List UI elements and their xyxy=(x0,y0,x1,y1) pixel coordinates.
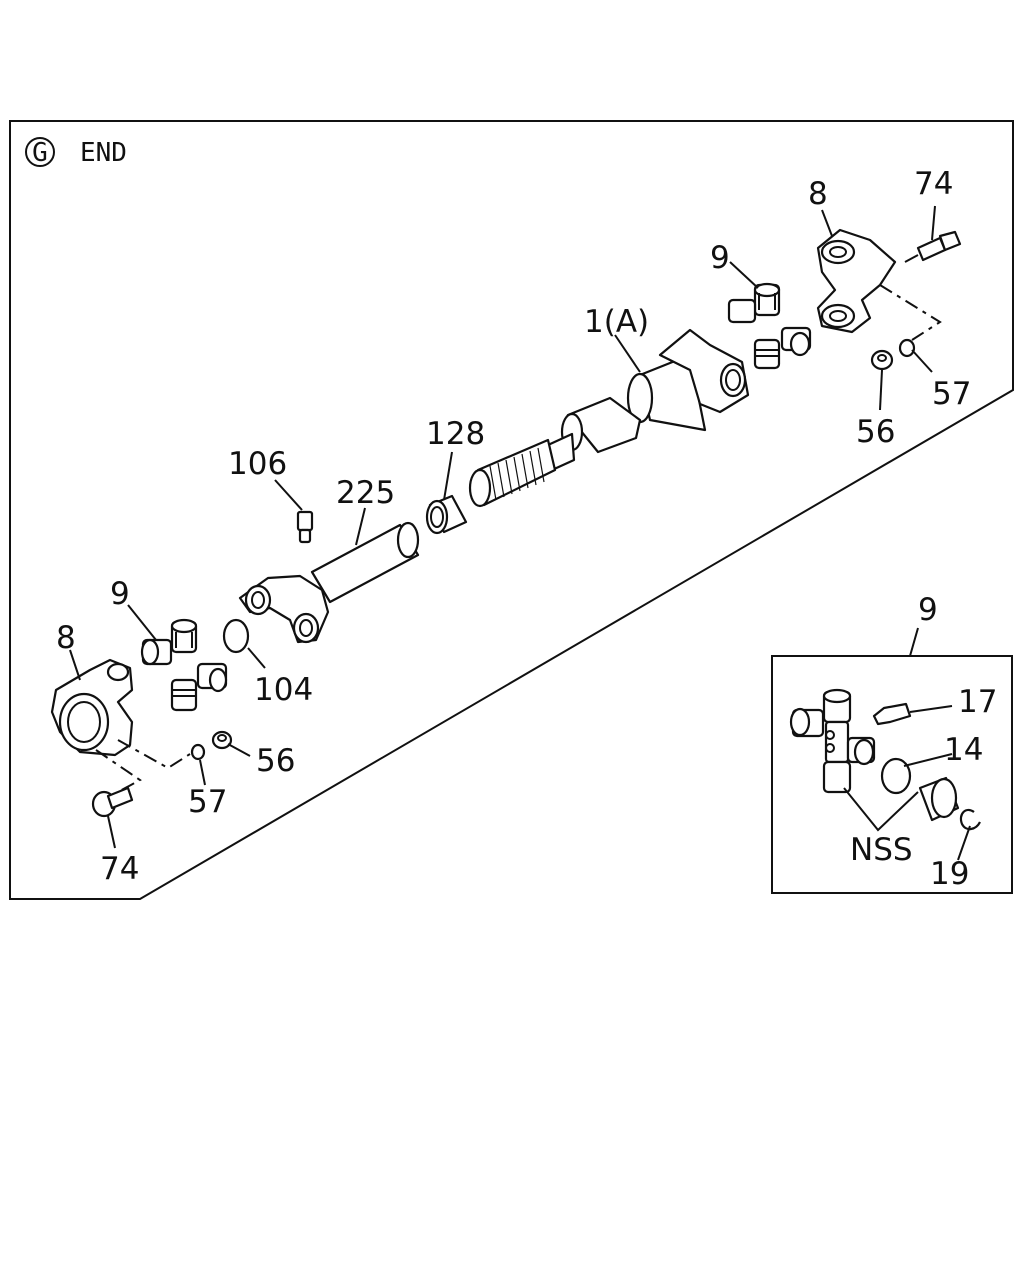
callout-8-right: 8 xyxy=(808,176,828,212)
callout-9-left: 9 xyxy=(110,576,130,612)
flange-yoke-right xyxy=(816,228,897,334)
callout-57-left: 57 xyxy=(188,784,227,820)
callout-56-left: 56 xyxy=(256,743,295,779)
callout-74-right: 74 xyxy=(914,166,953,202)
inset-callout-9: 9 xyxy=(918,592,938,628)
u-joint-right xyxy=(727,282,812,370)
callout-128: 128 xyxy=(426,416,485,452)
inset-seal-ring xyxy=(880,757,912,795)
inset-callout-nss: NSS xyxy=(850,832,913,868)
inset-frame xyxy=(771,655,1013,894)
callout-56-right: 56 xyxy=(856,414,895,450)
bolt-left xyxy=(91,786,134,818)
main-frame xyxy=(9,120,1014,900)
inset-bearing-cup xyxy=(918,776,960,822)
callout-106: 106 xyxy=(228,446,287,482)
callout-1a: 1(A) xyxy=(584,304,649,340)
callout-8-left: 8 xyxy=(56,620,76,656)
callout-57-right: 57 xyxy=(932,376,971,412)
inset-leaders xyxy=(843,705,971,861)
leaders xyxy=(69,205,936,849)
header: G END xyxy=(25,137,127,168)
flange-yoke-left xyxy=(50,658,134,757)
inset-callout-19: 19 xyxy=(930,856,969,892)
inset-callout-14: 14 xyxy=(944,732,983,768)
inset-callout-17: 17 xyxy=(958,684,997,720)
header-title: END xyxy=(80,138,127,168)
inset-u-joint xyxy=(789,688,876,794)
nut-left xyxy=(211,730,233,750)
header-circle-letter: G xyxy=(32,138,48,168)
callout-104: 104 xyxy=(254,672,313,708)
callout-225: 225 xyxy=(336,475,395,511)
clip-left xyxy=(190,743,206,761)
dash-right xyxy=(879,284,942,341)
callout-74-left: 74 xyxy=(100,851,139,887)
nut-right xyxy=(870,349,894,371)
clip-right xyxy=(898,338,916,358)
u-joint-left xyxy=(140,618,228,712)
grease-nipple xyxy=(296,510,314,544)
inset-snap-ring xyxy=(959,808,981,831)
tube-225 xyxy=(238,521,420,644)
o-ring-104 xyxy=(222,618,250,654)
ring-128 xyxy=(425,494,468,535)
callout-9-right: 9 xyxy=(710,240,730,276)
slip-yoke xyxy=(468,328,750,508)
bolt-right xyxy=(916,230,962,262)
inset-grease-nipple xyxy=(872,702,912,726)
